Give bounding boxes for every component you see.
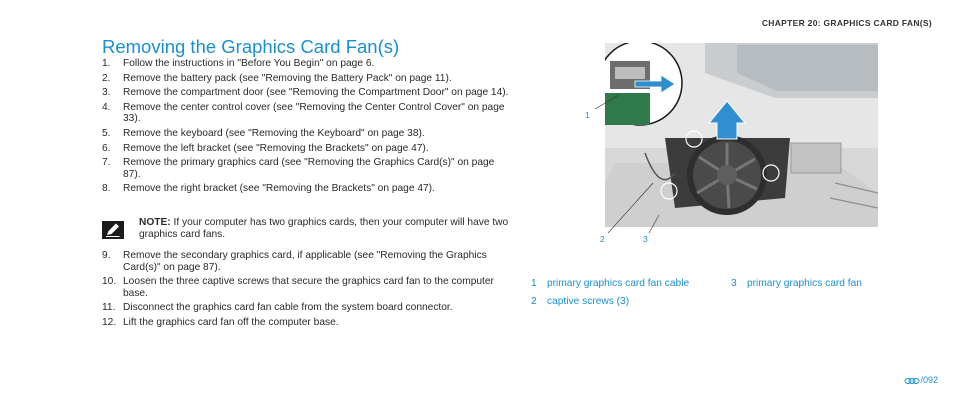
list-item: 6. Remove the left bracket (see "Removing… — [102, 143, 512, 155]
list-item: 5. Remove the keyboard (see "Removing the… — [102, 128, 512, 140]
step-number: 2. — [102, 72, 111, 84]
callout-label: 2 — [600, 234, 605, 244]
step-number: 11. — [102, 302, 116, 314]
note-label: NOTE: — [139, 217, 171, 228]
list-item: 12. Lift the graphics card fan off the co… — [102, 317, 512, 329]
pencil-note-icon — [102, 221, 124, 239]
step-text: Remove the primary graphics card (see "R… — [123, 157, 495, 180]
step-number: 1. — [102, 58, 111, 69]
step-text: Remove the battery pack (see "Removing t… — [123, 72, 452, 84]
step-text: Follow the instructions in "Before You B… — [123, 58, 375, 69]
steps-list-continued: 9. Remove the secondary graphics card, if… — [102, 250, 512, 332]
list-item: 3. Remove the compartment door (see "Remo… — [102, 87, 512, 99]
page-title: Removing the Graphics Card Fan(s) — [102, 36, 400, 57]
step-number: 4. — [102, 101, 111, 113]
legend-number: 3 — [731, 278, 737, 289]
fan-removal-illustration — [605, 43, 878, 227]
step-text: Lift the graphics card fan off the compu… — [123, 316, 339, 328]
callout-label: 3 — [643, 234, 648, 244]
step-number: 7. — [102, 157, 111, 169]
list-item: 8. Remove the right bracket (see "Removin… — [102, 183, 512, 195]
list-item: 2. Remove the battery pack (see "Removing… — [102, 73, 512, 85]
step-text: Remove the keyboard (see "Removing the K… — [123, 127, 425, 139]
list-item: 9. Remove the secondary graphics card, if… — [102, 250, 512, 273]
legend-text: primary graphics card fan cable — [547, 278, 690, 289]
step-text: Remove the left bracket (see "Removing t… — [123, 142, 429, 154]
list-item: 1. Follow the instructions in "Before You… — [102, 58, 512, 70]
list-item: 10. Loosen the three captive screws that … — [102, 276, 512, 299]
step-text: Remove the secondary graphics card, if a… — [123, 250, 487, 273]
step-text: Loosen the three captive screws that sec… — [123, 276, 494, 299]
legend-text: captive screws (3) — [547, 296, 630, 307]
step-number: 3. — [102, 87, 111, 99]
callout-lines — [594, 94, 660, 234]
page-number: /092 — [920, 375, 938, 385]
legend-number: 2 — [531, 296, 537, 307]
step-text: Remove the right bracket (see "Removing … — [123, 183, 435, 195]
step-number: 8. — [102, 183, 111, 195]
page-footer: /092 — [904, 375, 938, 385]
legend-text: primary graphics card fan — [747, 278, 862, 289]
step-number: 10. — [102, 276, 117, 288]
brand-logo-icon — [904, 377, 920, 384]
step-number: 5. — [102, 127, 111, 139]
step-text: Disconnect the graphics card fan cable f… — [123, 302, 453, 314]
step-number: 6. — [102, 142, 111, 154]
chapter-heading: CHAPTER 20: GRAPHICS CARD FAN(S) — [761, 18, 932, 28]
list-item: 4. Remove the center control cover (see "… — [102, 102, 512, 125]
step-number: 12. — [102, 316, 117, 328]
step-text: Remove the compartment door (see "Removi… — [123, 87, 509, 99]
note-text: If your computer has two graphics cards,… — [139, 217, 509, 240]
list-item: 11. Disconnect the graphics card fan cabl… — [102, 302, 512, 314]
legend-number: 1 — [531, 278, 537, 289]
list-item: 7. Remove the primary graphics card (see … — [102, 157, 512, 180]
legend-item: 3 primary graphics card fan — [731, 278, 862, 289]
callout-label: 1 — [585, 110, 590, 120]
step-number: 9. — [102, 250, 111, 261]
step-text: Remove the center control cover (see "Re… — [123, 101, 505, 125]
steps-list: 1. Follow the instructions in "Before You… — [102, 58, 512, 198]
legend-item: 2 captive screws (3) — [531, 296, 629, 307]
legend-item: 1 primary graphics card fan cable — [531, 278, 689, 289]
note-box: NOTE: If your computer has two graphics … — [102, 217, 512, 240]
